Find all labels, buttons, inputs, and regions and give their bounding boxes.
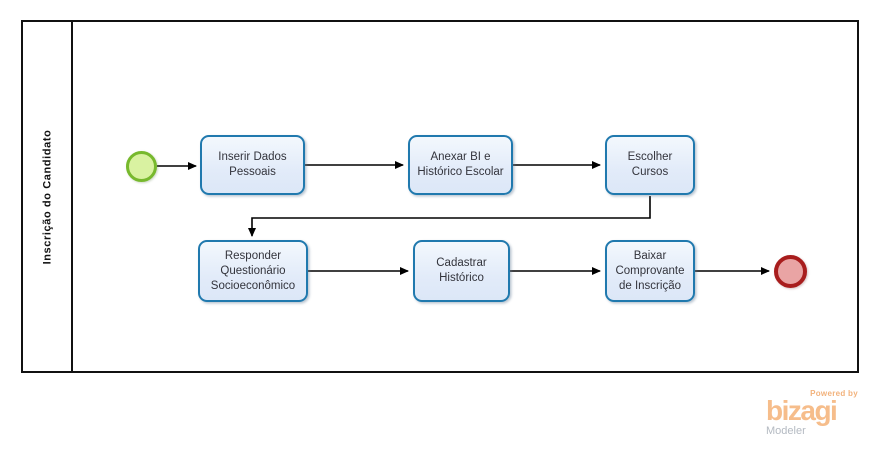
task-label: Responder Questionário Socioeconômico <box>210 249 296 292</box>
task-cadastrar-historico[interactable]: Cadastrar Histórico <box>413 240 510 302</box>
task-label: Inserir Dados Pessoais <box>218 151 287 178</box>
end-event[interactable] <box>774 255 807 288</box>
lane-header: Inscrição do Candidato <box>23 22 73 371</box>
task-label: Baixar Comprovante de Inscrição <box>615 249 685 292</box>
task-label: Anexar BI e Histórico Escolar <box>417 151 504 178</box>
bizagi-wordmark: bizagi <box>766 395 838 426</box>
task-escolher-cursos[interactable]: Escolher Cursos <box>605 135 695 195</box>
task-label: Escolher Cursos <box>627 151 673 178</box>
task-anexar-bi-historico-escolar[interactable]: Anexar BI e Histórico Escolar <box>408 135 513 195</box>
task-label: Cadastrar Histórico <box>436 257 487 284</box>
powered-by-label: Powered by <box>810 389 858 398</box>
lane-label: Inscrição do Candidato <box>41 129 53 264</box>
task-baixar-comprovante-inscricao[interactable]: Baixar Comprovante de Inscrição <box>605 240 695 302</box>
task-inserir-dados-pessoais[interactable]: Inserir Dados Pessoais <box>200 135 305 195</box>
start-event[interactable] <box>126 151 157 182</box>
modeler-label: Modeler <box>766 425 806 437</box>
task-responder-questionario-socioeconomico[interactable]: Responder Questionário Socioeconômico <box>198 240 308 302</box>
pool-inscricao-candidato: Inscrição do Candidato <box>21 20 859 373</box>
bizagi-logo: Powered by bizagi Modeler <box>766 389 858 437</box>
